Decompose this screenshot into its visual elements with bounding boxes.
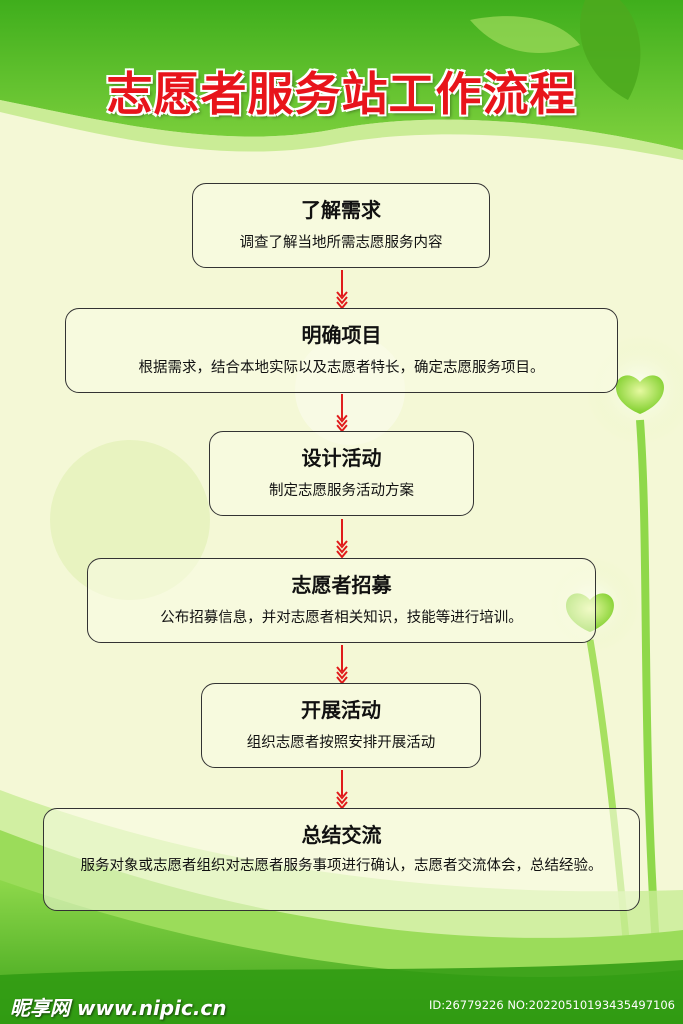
arrow-down-icon	[336, 394, 348, 431]
step-summarize-exchange: 总结交流 服务对象或志愿者组织对志愿者服务事项进行确认，志愿者交流体会，总结经验…	[43, 808, 640, 911]
step-carry-out-activity: 开展活动 组织志愿者按照安排开展活动	[201, 683, 481, 768]
watermark-logo: 昵享网 www.nipic.cn	[10, 996, 227, 1020]
step-define-project: 明确项目 根据需求，结合本地实际以及志愿者特长，确定志愿服务项目。	[65, 308, 618, 393]
step-recruit-volunteers: 志愿者招募 公布招募信息，并对志愿者相关知识，技能等进行培训。	[87, 558, 596, 643]
step-heading: 明确项目	[301, 323, 382, 347]
step-heading: 设计活动	[301, 446, 382, 470]
step-heading: 开展活动	[301, 698, 381, 722]
arrow-down-icon	[336, 770, 348, 808]
watermark-id: ID:26779226 NO:20220510193435497106	[429, 998, 675, 1012]
leaf-top	[579, 0, 641, 100]
arrow-down-icon	[336, 645, 348, 683]
step-heading: 了解需求	[301, 198, 381, 222]
step-understand-needs: 了解需求 调查了解当地所需志愿服务内容	[192, 183, 490, 268]
step-description: 调查了解当地所需志愿服务内容	[239, 235, 443, 251]
step-heading: 志愿者招募	[291, 573, 392, 597]
step-description: 根据需求，结合本地实际以及志愿者特长，确定志愿服务项目。	[138, 360, 545, 376]
page-title: 志愿者服务站工作流程	[106, 67, 577, 121]
step-design-activity: 设计活动 制定志愿服务活动方案	[209, 431, 474, 516]
arrow-down-icon	[336, 270, 348, 308]
step-description: 组织志愿者按照安排开展活动	[246, 735, 436, 751]
step-heading: 总结交流	[301, 823, 382, 847]
step-description: 服务对象或志愿者组织对志愿者服务事项进行确认，志愿者交流体会，总结经验。	[80, 858, 603, 874]
arrow-down-icon	[336, 519, 348, 558]
step-description: 公布招募信息，并对志愿者相关知识，技能等进行培训。	[160, 610, 523, 626]
step-description: 制定志愿服务活动方案	[269, 483, 414, 499]
